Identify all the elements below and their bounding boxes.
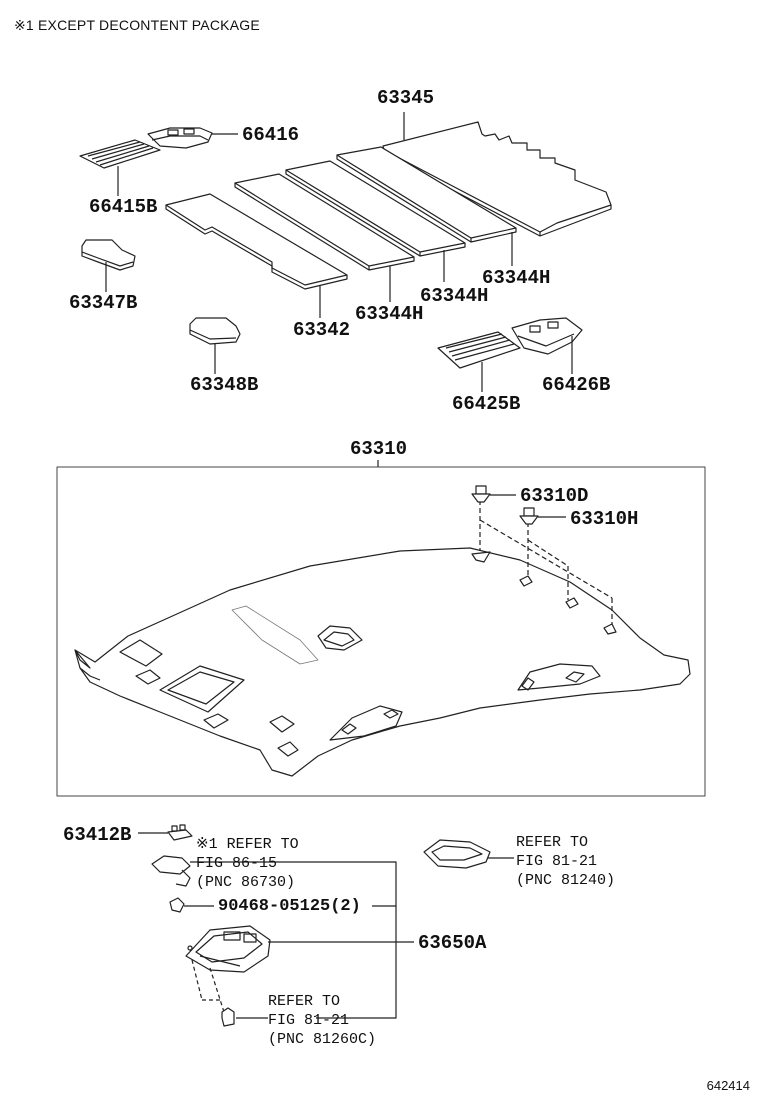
label-66416: 66416 (242, 124, 300, 146)
ref-pnc: (PNC 81240) (516, 872, 616, 889)
lamp-81240 (423, 839, 491, 869)
label-63348b: 63348B (190, 374, 259, 396)
label-66425b: 66425B (452, 393, 521, 415)
ref-link-fig-81-21[interactable]: FIG 81-21 (516, 853, 598, 870)
ref-lamp-86730: ※1 REFER TO FIG 86-15 (PNC 86730) (196, 835, 299, 892)
ref-link-fig-81-21-bottom[interactable]: FIG 81-21 (268, 1012, 350, 1029)
label-63344h-b: 63344H (420, 285, 489, 307)
label-63412b: 63412B (63, 824, 132, 846)
label-66426b: 66426B (542, 374, 611, 396)
label-63310h: 63310H (570, 508, 639, 530)
part-66425b (437, 331, 521, 369)
label-63310d: 63310D (520, 485, 589, 507)
figure-code: 642414 (706, 1078, 750, 1093)
clip-63310h (519, 507, 539, 525)
block-63348b (189, 317, 241, 345)
ref-link-fig-86-15[interactable]: FIG 86-15 (196, 855, 278, 872)
block-63347b (81, 239, 136, 271)
ref-line: REFER TO (268, 993, 341, 1010)
label-66415b: 66415B (89, 196, 158, 218)
part-66426b (511, 317, 583, 355)
label-63344h-a: 63344H (355, 303, 424, 325)
ref-pnc: (PNC 81260C) (268, 1031, 377, 1048)
part-63412b (167, 824, 193, 841)
label-63344h-c: 63344H (482, 267, 551, 289)
bulb-81260c (221, 1007, 235, 1027)
lamp-86730 (151, 855, 191, 887)
label-63310: 63310 (350, 438, 408, 460)
console-63650a (185, 925, 271, 973)
ref-lamp-81240: REFER TO FIG 81-21 (PNC 81240) (516, 833, 615, 890)
label-63347b: 63347B (69, 292, 138, 314)
strip-63344h-b (285, 160, 466, 257)
strip-63344h-c (336, 146, 517, 243)
label-90468-05125: 90468-05125(2) (218, 897, 361, 916)
ref-line: REFER TO (516, 834, 589, 851)
footnote-except-decontent: ※1 EXCEPT DECONTENT PACKAGE (14, 17, 260, 33)
part-66416 (147, 127, 213, 149)
ref-line: ※1 REFER TO (196, 836, 299, 853)
screw-90468 (169, 897, 185, 913)
headlining-frame (56, 466, 706, 797)
label-63650a: 63650A (418, 932, 487, 954)
strip-63344h-a (234, 173, 415, 271)
clip-63310d (471, 485, 491, 503)
ref-pnc: (PNC 86730) (196, 874, 296, 891)
label-63345: 63345 (377, 87, 435, 109)
headlining-63310 (74, 547, 691, 777)
label-63342: 63342 (293, 319, 351, 341)
ref-bulb-81260c: REFER TO FIG 81-21 (PNC 81260C) (268, 992, 376, 1049)
part-66415b (79, 139, 161, 169)
pad-63342 (165, 193, 348, 290)
